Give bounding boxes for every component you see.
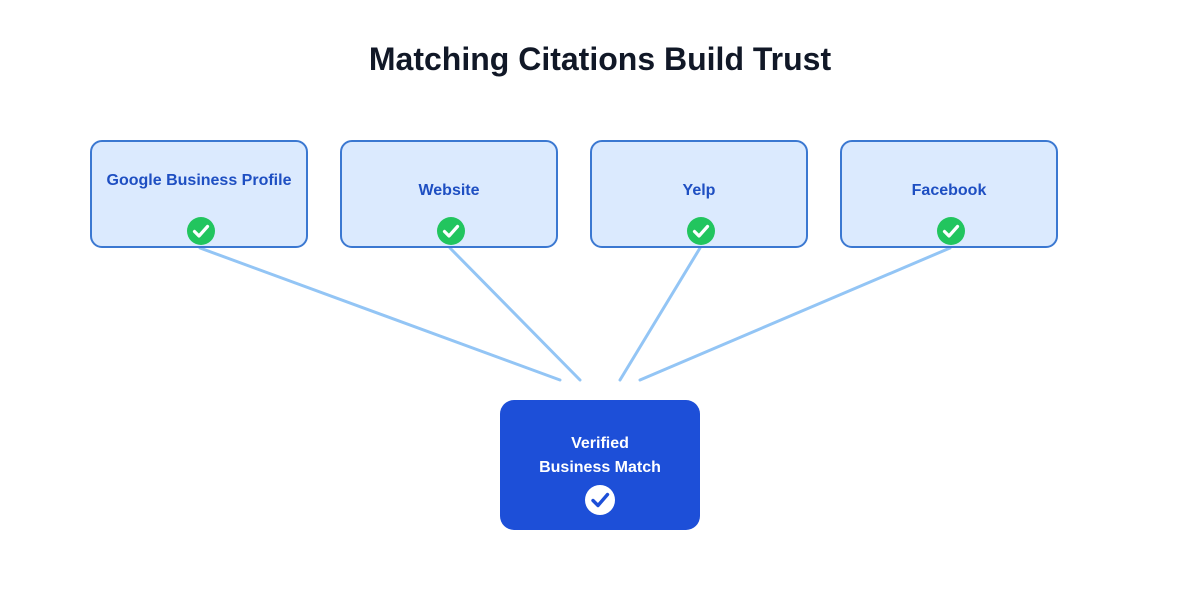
check-circle-icon [585, 485, 615, 515]
connector-yelp [618, 246, 702, 382]
source-label: Website [418, 182, 480, 199]
source-box-website: Website [340, 140, 558, 248]
connector-website [448, 246, 582, 382]
check-circle-icon [187, 217, 215, 245]
connector-facebook [638, 246, 952, 382]
diagram-title: Matching Citations Build Trust [368, 41, 832, 77]
target-box-verified-business-match: Verified Business Match [500, 400, 700, 530]
source-box-facebook: Facebook [840, 140, 1058, 248]
source-label: Yelp [682, 182, 716, 199]
check-circle-icon [937, 217, 965, 245]
source-box-google-business-profile: Google Business Profile [90, 140, 308, 248]
target-label: Verified Business Match [539, 435, 661, 476]
check-circle-icon [687, 217, 715, 245]
source-box-yelp: Yelp [590, 140, 808, 248]
check-circle-icon [437, 217, 465, 245]
source-label: Google Business Profile [106, 172, 292, 189]
source-label: Facebook [911, 182, 987, 199]
connector-google-business-profile [198, 246, 562, 382]
